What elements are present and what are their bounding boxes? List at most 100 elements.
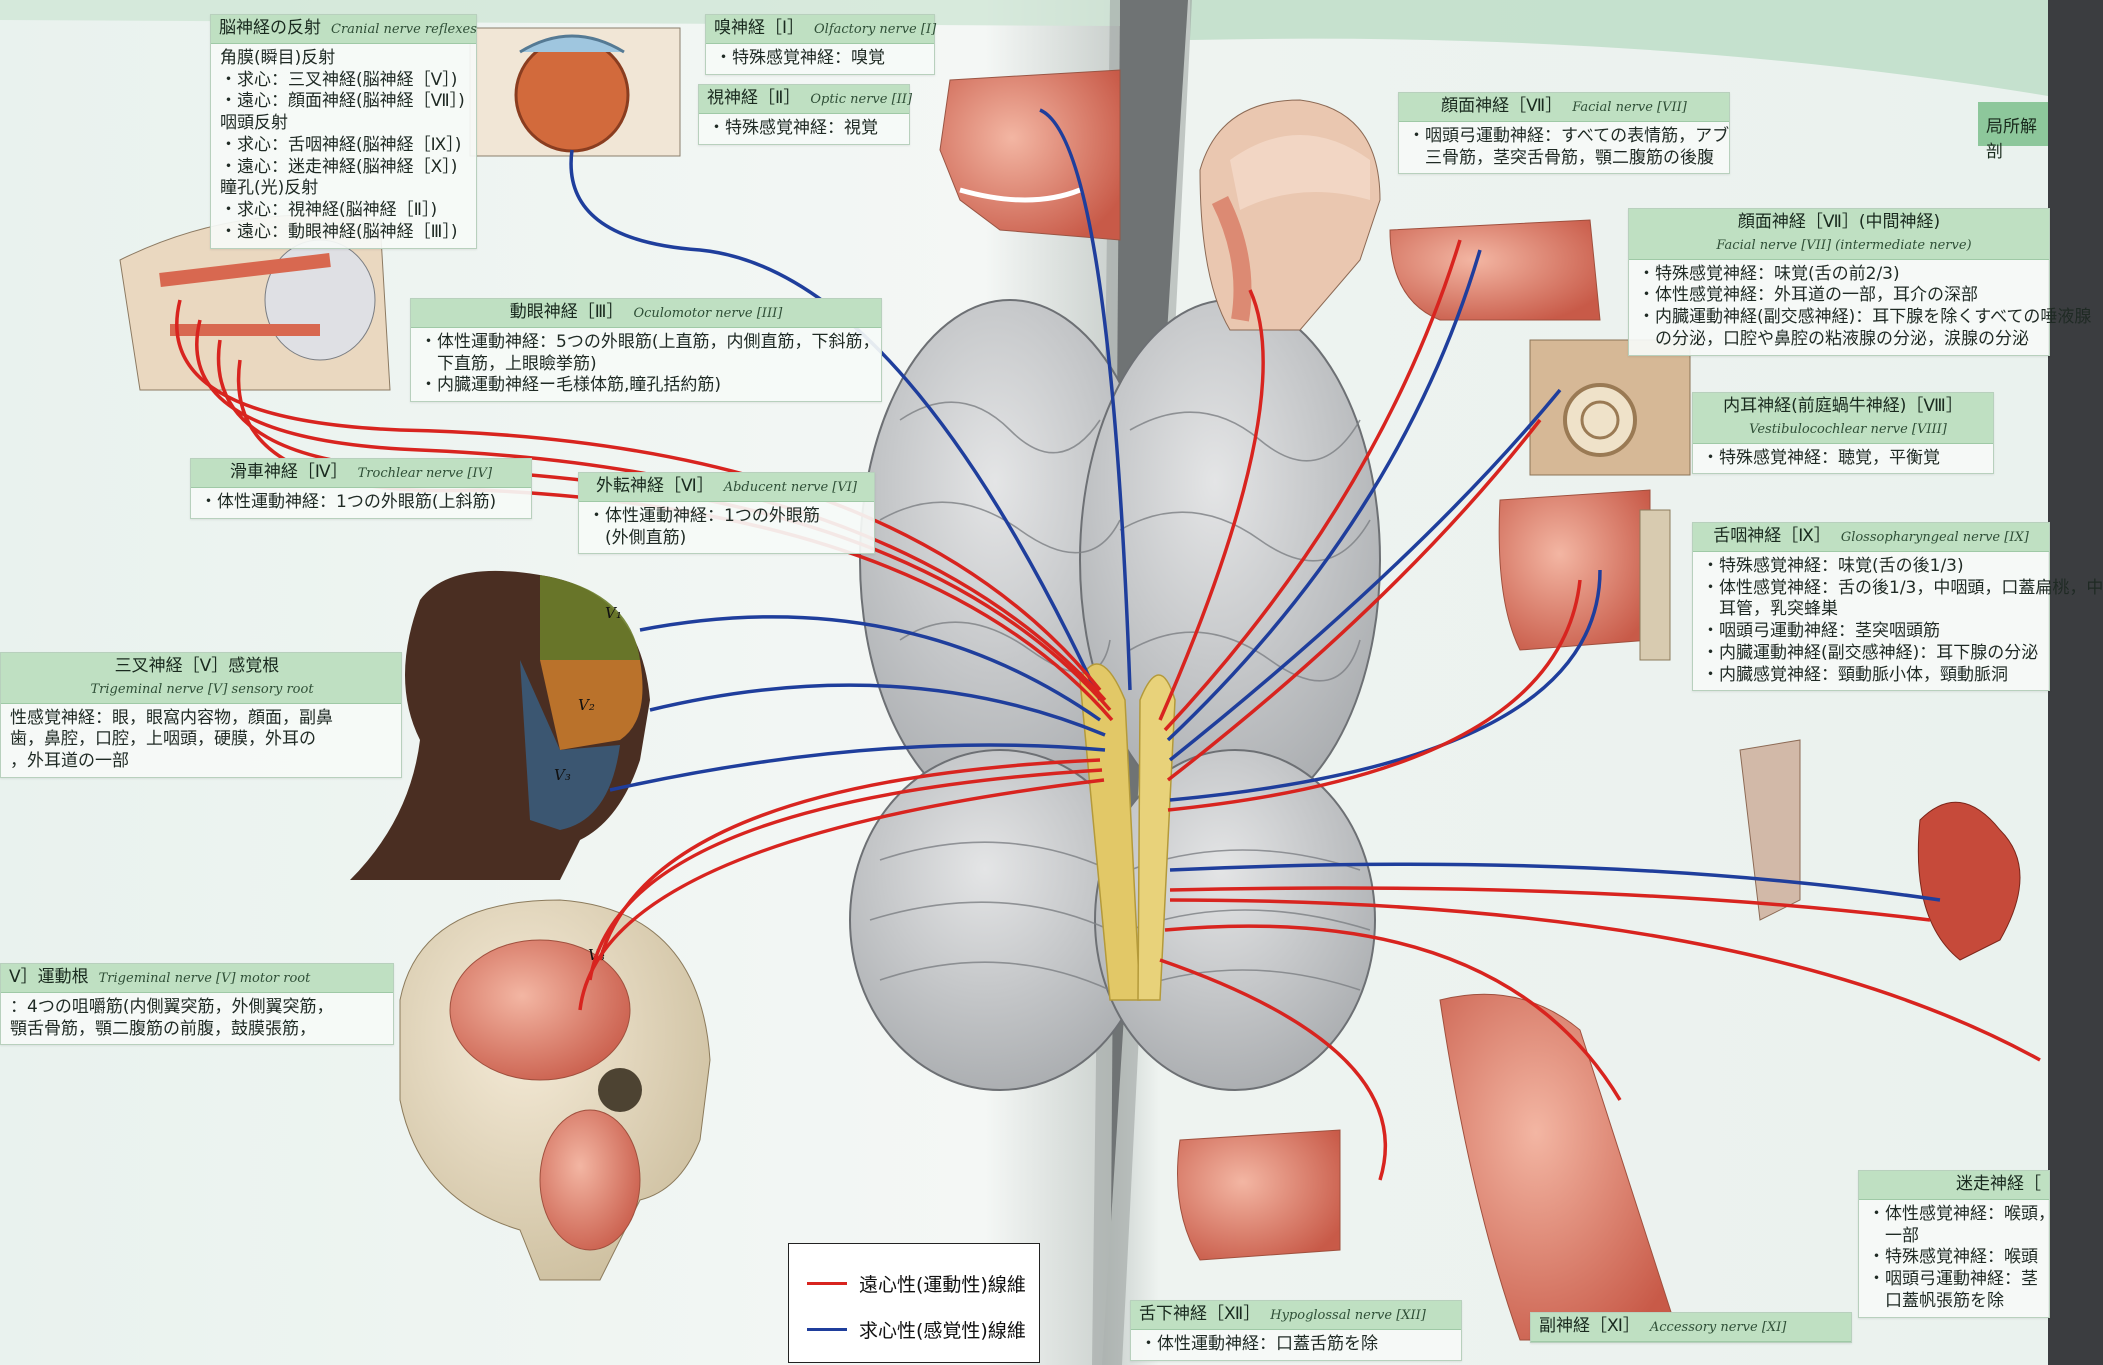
inner-ear-illustration [1529, 339, 1691, 476]
label-title: 滑車神経［Ⅳ］ [229, 462, 348, 482]
label-line: ・体性感覚神経：外耳道の一部，耳介の深部 [1638, 285, 1978, 306]
svg-text:V₂: V₂ [578, 696, 595, 714]
label-en: Vestibulocochlear nerve [VIII] [1749, 421, 1947, 437]
motor-fiber [175, 299, 1102, 692]
label-line: ・求心：視神経(脳神経［Ⅱ］) [220, 200, 438, 220]
sensory-fiber [1039, 108, 1132, 691]
label-line: ・求心：舌咽神経(脳神経［Ⅸ］) [220, 134, 462, 155]
label-line: ・特殊感覚神経：嗅覚 [715, 47, 885, 68]
label-title: 嗅神経［Ⅰ］ [714, 18, 805, 38]
label-en: Facial nerve [VII] (intermediate nerve) [1716, 237, 1972, 253]
tongue-illustration [1389, 219, 1601, 321]
sensory-fiber [649, 683, 1106, 737]
label-abducent: 外転神経［Ⅵ］Abducent nerve [VI] ・体性運動神経：1つの外眼… [578, 472, 875, 555]
sensory-fiber [569, 149, 1102, 701]
face-dermatome-illustration: V₁ V₂ V₃ [350, 570, 650, 880]
label-line: 角膜(瞬目)反射 [220, 47, 336, 68]
label-line: ・遠心：迷走神経(脳神経［Ⅹ］) [220, 156, 458, 177]
legend-sensory-swatch [807, 1328, 847, 1331]
orbit-muscles-illustration [119, 214, 391, 391]
label-line: ：4つの咀嚼筋(内側翼突筋，外側翼突筋， [10, 996, 334, 1017]
label-title: 迷走神経［ [1956, 1174, 2041, 1194]
label-cranial-reflexes: 脳神経の反射 Cranial nerve reflexes 角膜(瞬目)反射・求心… [210, 14, 477, 249]
label-line: ・内臓運動神経ー毛様体筋,瞳孔括約筋) [420, 375, 722, 396]
motor-fiber [578, 778, 1105, 1011]
motor-fiber [588, 768, 1103, 981]
motor-fiber [1159, 958, 1387, 1181]
label-title: Ⅴ］運動根 [9, 967, 89, 987]
neck-muscles-illustration [1439, 993, 1681, 1341]
motor-fiber [1167, 579, 1582, 812]
pharynx-illustration [1498, 489, 1671, 661]
legend-sensory-label: 求心性(感覚性)線維 [859, 1320, 1026, 1342]
label-title: 顔面神経［Ⅶ］(中間神経) [1737, 212, 1941, 232]
label-line: ・咽頭弓運動神経：すべての表情筋，アブ [1408, 125, 1730, 146]
label-en: Accessory nerve [XI] [1649, 1320, 1787, 1335]
label-line: ・特殊感覚神経：味覚(舌の前2/3) [1638, 263, 1900, 284]
label-intermediate: 顔面神経［Ⅶ］(中間神経) Facial nerve [VII] (interme… [1628, 208, 2091, 356]
sensory-fiber [1166, 249, 1482, 742]
mouth-hypoglossal-illustration [1177, 1129, 1341, 1261]
label-title: 脳神経の反射 [219, 18, 321, 38]
nasal-cavity-illustration [939, 69, 1121, 241]
label-glossopharyngeal: 舌咽神経［Ⅸ］Glossopharyngeal nerve [IX] ・特殊感覚… [1692, 522, 2103, 692]
label-line: ・体性運動神経：口蓋舌筋を除 [1140, 1333, 1378, 1354]
motor-fiber [1169, 886, 1931, 922]
svg-text:V₁: V₁ [605, 604, 622, 622]
motor-fiber [195, 319, 1107, 702]
label-line: 咽頭反射 [220, 113, 288, 133]
label-en: Hypoglossal nerve [XII] [1270, 1308, 1426, 1323]
sensory-fiber [1169, 862, 1941, 902]
label-line: ・内臓感覚神経：頸動脈小体，頸動脈洞 [1702, 664, 2008, 685]
label-en: Optic nerve [II] [810, 92, 913, 107]
legend-motor-label: 遠心性(運動性)線維 [859, 1274, 1026, 1296]
label-facial: 顔面神経［Ⅶ］Facial nerve [VII] ・咽頭弓運動神経：すべての表… [1398, 92, 1730, 175]
label-trochlear: 滑車神経［Ⅳ］Trochlear nerve [IV] ・体性運動神経：1つの外… [190, 458, 532, 519]
label-line: ・遠心：動眼神経(脳神経［Ⅲ］) [220, 221, 458, 242]
motor-fiber [1164, 924, 1622, 1101]
label-line: ・特殊感覚神経：喉頭 [1868, 1247, 2038, 1268]
label-title: 内耳神経(前庭蝸牛神経)［Ⅷ］ [1723, 396, 1963, 416]
svg-text:V₃: V₃ [554, 766, 571, 784]
label-line: ・体性感覚神経：舌の後1/3，中咽頭，口蓋扁桃，中 [1702, 577, 2103, 598]
label-optic: 視神経［Ⅱ］Optic nerve [II] ・特殊感覚神経：視覚 [698, 84, 913, 145]
label-en: Facial nerve [VII] [1572, 100, 1687, 115]
label-title: 動眼神経［Ⅲ］ [509, 302, 624, 322]
motor-fiber [1166, 418, 1542, 782]
header-tab: 局所解剖 [1978, 102, 2048, 162]
eye-illustration [469, 27, 681, 157]
label-line: ，外耳道の一部 [10, 751, 129, 771]
label-vestibulocochlear: 内耳神経(前庭蝸牛神経)［Ⅷ］ Vestibulocochlear nerve [… [1692, 392, 1994, 475]
label-line: ・体性運動神経：1つの外眼筋(上斜筋) [200, 491, 497, 512]
heart-illustration [1739, 739, 2021, 961]
fiber-legend: 遠心性(運動性)線維 求心性(感覚性)線維 [788, 1243, 1040, 1363]
label-line: 瞳孔(光)反射 [220, 178, 319, 199]
label-line: ・体性運動神経：1つの外眼筋 [588, 505, 820, 526]
label-en: Cranial nerve reflexes [331, 22, 477, 37]
legend-motor: 遠心性(運動性)線維 [807, 1270, 1026, 1297]
label-line: 三骨筋，茎突舌骨筋，顎二腹筋の後腹 [1408, 147, 1714, 168]
label-line: 下直筋，上眼瞼挙筋) [420, 353, 597, 374]
sensory-fiber [639, 615, 1102, 722]
sensory-fiber [609, 743, 1106, 792]
label-line: ・特殊感覚神経：視覚 [708, 117, 878, 138]
legend-sensory: 求心性(感覚性)線維 [807, 1316, 1026, 1343]
label-title: 副神経［Ⅺ］ [1539, 1316, 1640, 1336]
label-title: 舌下神経［Ⅻ］ [1139, 1304, 1261, 1324]
head-facial-illustration [1199, 99, 1381, 331]
label-vagus: 迷走神経［ ・体性感覚神経：喉頭， 一部・特殊感覚神経：喉頭・咽頭弓運動神経：茎… [1858, 1170, 2055, 1318]
label-line: ・体性運動神経：5つの外眼筋(上直筋，内側直筋，下斜筋， [420, 331, 880, 352]
label-accessory: 副神経［Ⅺ］ Accessory nerve [XI] [1530, 1312, 1852, 1343]
skull-masticatory-illustration: V₃ [399, 899, 711, 1281]
sensory-fiber [1169, 569, 1602, 802]
sensory-fiber [1168, 388, 1562, 762]
label-line: ・内臓運動神経(副交感神経)：耳下腺の分泌 [1702, 642, 2039, 663]
label-line: 顎舌骨筋，顎二腹筋の前腹，鼓膜張筋， [10, 1018, 316, 1039]
label-line: (外側直筋) [588, 527, 687, 548]
label-line: ・咽頭弓運動神経：茎 [1868, 1269, 2038, 1289]
label-en: Oculomotor nerve [III] [633, 306, 783, 321]
motor-fiber [1169, 898, 2041, 1062]
label-line: 歯，鼻腔，口腔，上咽頭，硬膜，外耳の [10, 729, 316, 750]
label-line: 一部 [1868, 1225, 1919, 1246]
